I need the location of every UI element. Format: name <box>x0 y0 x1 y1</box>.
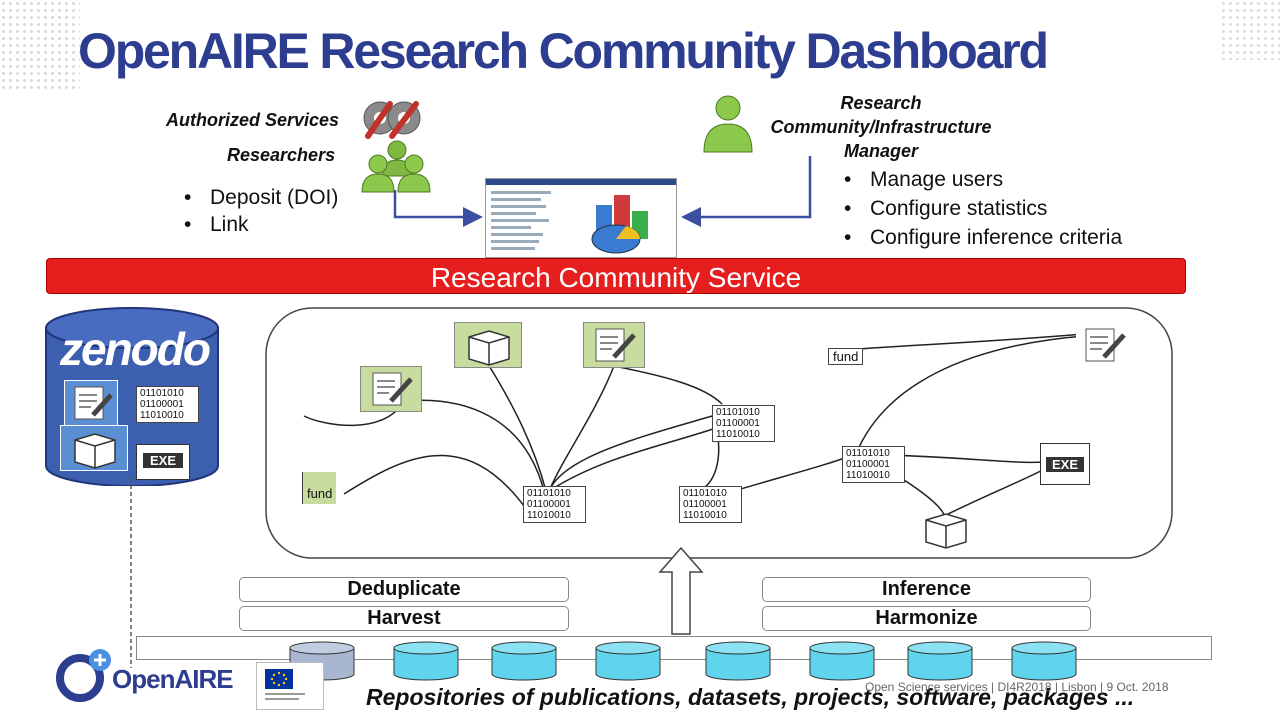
manager-action-item: Manage users <box>842 165 1122 194</box>
researchers-label: Researchers <box>227 145 336 165</box>
researchers-group-icon <box>361 140 431 193</box>
page-title: OpenAIRE Research Community Dashboard <box>78 23 1049 79</box>
manager-actions-list: Manage users Configure statistics Config… <box>842 165 1122 252</box>
binary-data-box: 01101010 01100001 11010010 <box>136 386 199 423</box>
harmonize-step: Harmonize <box>762 606 1091 631</box>
repository-database-icon <box>907 641 973 681</box>
document-edit-icon <box>64 380 118 426</box>
inference-step: Inference <box>762 577 1091 602</box>
zenodo-dashed-connector <box>130 478 132 668</box>
exe-file-icon: EXE <box>136 444 190 480</box>
research-community-service-bar: Research Community Service <box>46 258 1186 294</box>
document-node-icon <box>1076 325 1132 365</box>
researcher-action-item: Link <box>182 211 338 238</box>
binary-data-node: 01101010 01100001 11010010 <box>523 486 586 523</box>
repository-database-icon <box>1011 641 1077 681</box>
package-node-icon <box>454 322 522 368</box>
manager-person-icon <box>703 95 753 153</box>
manager-action-item: Configure inference criteria <box>842 223 1122 252</box>
binary-data-node: 01101010 01100001 11010010 <box>679 486 742 523</box>
document-node-icon <box>583 322 645 368</box>
binary-data-node: 01101010 01100001 11010010 <box>712 405 775 442</box>
footer-text: Open Science services | DI4R2018 | Lisbo… <box>865 680 1169 694</box>
manager-action-item: Configure statistics <box>842 194 1122 223</box>
researcher-actions-list: Deposit (DOI) Link <box>182 184 338 238</box>
repository-database-icon <box>705 641 771 681</box>
tools-icon <box>363 101 421 139</box>
manager-label: Research Community/Infrastructure Manage… <box>770 93 992 161</box>
package-box-icon <box>60 425 128 471</box>
harvest-step: Harvest <box>239 606 569 631</box>
fund-node: fund <box>828 348 864 365</box>
deduplicate-step: Deduplicate <box>239 577 569 602</box>
repository-database-icon <box>595 641 661 681</box>
repository-database-icon <box>393 641 459 681</box>
openaire-logo-icon <box>56 649 111 702</box>
eu-flag-logo <box>256 662 324 710</box>
researcher-action-item: Deposit (DOI) <box>182 184 338 211</box>
decorative-dots-right <box>1220 0 1280 60</box>
repositories-caption: Repositories of publications, datasets, … <box>366 684 1135 710</box>
binary-data-node: 01101010 01100001 11010010 <box>842 446 905 483</box>
zenodo-logo: zenodo <box>60 323 211 375</box>
upward-arrow <box>658 546 704 635</box>
repository-databases <box>289 641 1077 681</box>
fund-node: fund <box>302 472 337 504</box>
repository-database-icon <box>809 641 875 681</box>
repository-database-icon <box>491 641 557 681</box>
openaire-logo-text: OpenAIRE <box>112 664 234 694</box>
document-node-icon <box>360 366 422 412</box>
dashboard-screenshot-thumbnail <box>485 178 677 258</box>
exe-file-node: EXE <box>1040 443 1090 485</box>
authorized-services-label: Authorized Services <box>166 110 340 130</box>
decorative-dots-left <box>0 0 80 90</box>
package-node-icon <box>918 506 974 550</box>
